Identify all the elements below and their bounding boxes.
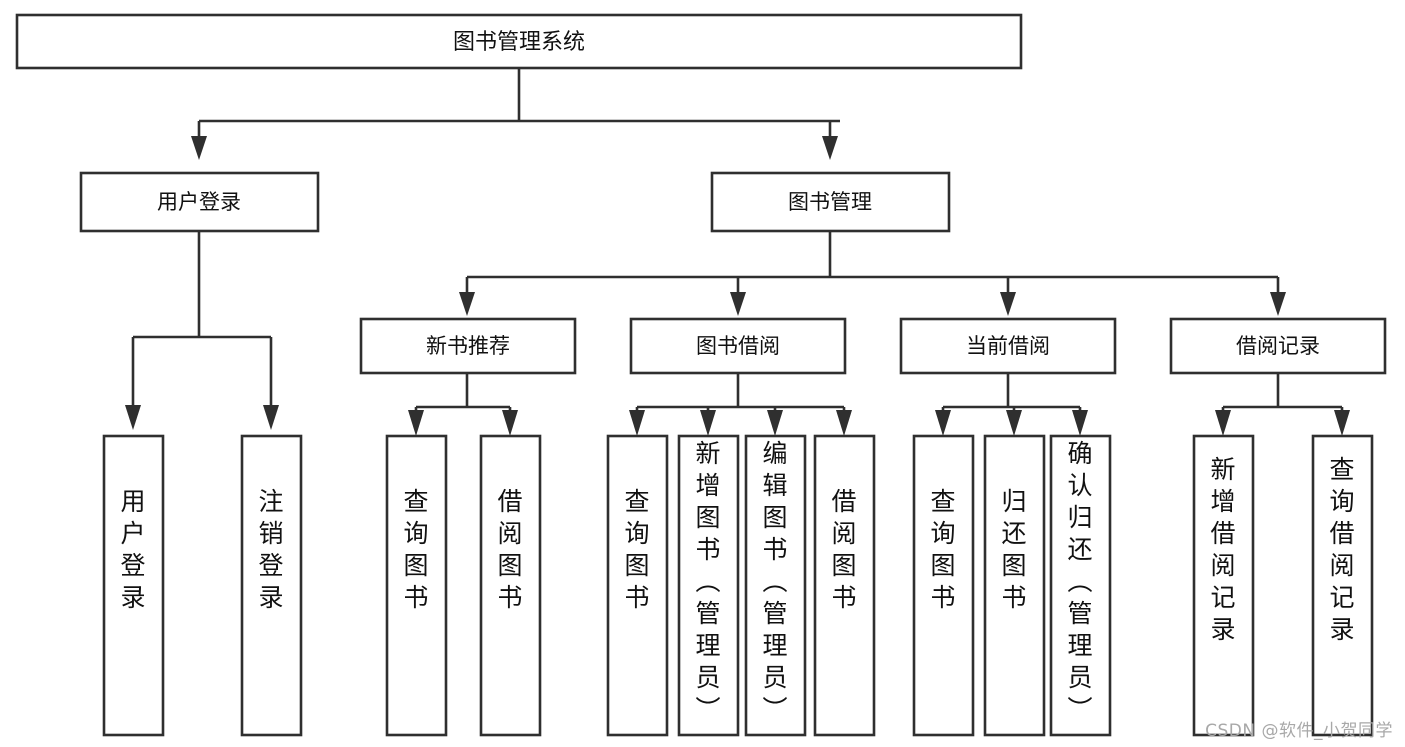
- node-leaf-borrow-book-2[interactable]: 借阅图书: [813, 434, 876, 737]
- node-leaf-query-book-2-box[interactable]: [606, 434, 669, 737]
- node-book-manage-box[interactable]: [710, 171, 951, 233]
- node-borrow-record-label: 借阅记录: [1236, 334, 1320, 358]
- node-root[interactable]: 图书管理系统: [15, 13, 1023, 70]
- arrow-cb-l2-icon: [1006, 410, 1022, 436]
- node-leaf-query-book-1-box[interactable]: [385, 434, 448, 737]
- node-leaf-add-book[interactable]: 新增图书︵管理员︶: [677, 434, 740, 737]
- arrow-root-to-book-manage-icon: [822, 136, 838, 160]
- node-leaf-borrow-book-1-box[interactable]: [479, 434, 542, 737]
- node-user-login-box[interactable]: [79, 171, 320, 233]
- arrow-cb-l3-icon: [1072, 410, 1088, 436]
- node-leaf-query-book-2[interactable]: 查询图书: [606, 434, 669, 737]
- node-leaf-query-book-3-label: 查询图书: [930, 487, 955, 612]
- node-book-borrow[interactable]: 图书借阅: [629, 317, 847, 375]
- connector-group-book-manage: [459, 232, 1286, 316]
- node-new-book-rec-label: 新书推荐: [426, 334, 510, 358]
- node-leaf-logout[interactable]: 注销登录: [240, 434, 303, 737]
- node-book-manage-label: 图书管理: [788, 190, 872, 214]
- node-leaf-edit-book[interactable]: 编辑图书︵管理员︶: [744, 434, 807, 737]
- arrow-br-l2-icon: [1334, 410, 1350, 436]
- node-leaf-borrow-book-1[interactable]: 借阅图书: [479, 434, 542, 737]
- node-current-borrow-box[interactable]: [899, 317, 1117, 375]
- node-book-borrow-box[interactable]: [629, 317, 847, 375]
- node-leaf-query-record-box[interactable]: [1311, 434, 1374, 737]
- node-current-borrow[interactable]: 当前借阅: [899, 317, 1117, 375]
- node-leaf-user-login-label: 用户登录: [120, 487, 145, 612]
- node-leaf-query-book-1[interactable]: 查询图书: [385, 434, 448, 737]
- arrow-br-l1-icon: [1215, 410, 1231, 436]
- node-root-label: 图书管理系统: [453, 30, 585, 55]
- node-leaf-add-record-box[interactable]: [1192, 434, 1255, 737]
- node-current-borrow-label: 当前借阅: [966, 334, 1050, 358]
- connector-group-user-login: [125, 232, 279, 430]
- arrow-bm-c2-icon: [730, 292, 746, 316]
- arrow-bb-l2-icon: [700, 410, 716, 436]
- node-user-login-label: 用户登录: [157, 190, 241, 214]
- node-leaf-logout-box[interactable]: [240, 434, 303, 737]
- arrow-cb-l1-icon: [935, 410, 951, 436]
- csdn-watermark: CSDN @软件_小贺同学: [1205, 721, 1393, 741]
- node-leaf-borrow-book-2-label: 借阅图书: [831, 487, 856, 612]
- arrow-nbr-l1-icon: [408, 410, 424, 436]
- node-leaf-add-book-box[interactable]: [677, 434, 740, 737]
- node-leaf-query-record-label: 查询借阅记录: [1329, 455, 1354, 644]
- node-new-book-rec-box[interactable]: [359, 317, 577, 375]
- node-leaf-confirm-return[interactable]: 确认归还︵管理员︶: [1049, 434, 1112, 737]
- connector-group-borrow-record: [1215, 373, 1350, 436]
- arrow-user-login-l2-icon: [263, 405, 279, 430]
- node-leaf-add-book-label: 新增图书︵管理员︶: [695, 439, 720, 724]
- node-leaf-query-record[interactable]: 查询借阅记录: [1311, 434, 1374, 737]
- connector-group-book-borrow: [629, 373, 852, 436]
- node-leaf-add-record-label: 新增借阅记录: [1210, 455, 1235, 644]
- connector-group-root: [191, 68, 840, 160]
- node-leaf-query-book-2-label: 查询图书: [624, 487, 649, 612]
- arrow-bm-c4-icon: [1270, 292, 1286, 316]
- node-leaf-return-book-box[interactable]: [983, 434, 1046, 737]
- arrow-bm-c3-icon: [1000, 292, 1016, 316]
- arrow-bm-c1-icon: [459, 292, 475, 316]
- arrow-bb-l1-icon: [629, 410, 645, 436]
- node-leaf-edit-book-box[interactable]: [744, 434, 807, 737]
- node-leaf-confirm-return-label: 确认归还︵管理员︶: [1067, 439, 1092, 724]
- node-leaf-query-book-3-box[interactable]: [912, 434, 975, 737]
- arrow-nbr-l2-icon: [502, 410, 518, 436]
- node-book-manage[interactable]: 图书管理: [710, 171, 951, 233]
- node-leaf-query-book-3[interactable]: 查询图书: [912, 434, 975, 737]
- node-leaf-return-book[interactable]: 归还图书: [983, 434, 1046, 737]
- node-leaf-query-book-1-label: 查询图书: [403, 487, 428, 612]
- node-leaf-borrow-book-2-box[interactable]: [813, 434, 876, 737]
- node-leaf-borrow-book-1-label: 借阅图书: [497, 487, 522, 612]
- node-leaf-user-login-box[interactable]: [102, 434, 165, 737]
- arrow-root-to-user-login-icon: [191, 136, 207, 160]
- node-borrow-record[interactable]: 借阅记录: [1169, 317, 1387, 375]
- node-leaf-add-record[interactable]: 新增借阅记录: [1192, 434, 1255, 737]
- arrow-user-login-l1-icon: [125, 405, 141, 430]
- node-new-book-rec[interactable]: 新书推荐: [359, 317, 577, 375]
- arrow-bb-l3-icon: [767, 410, 783, 436]
- node-leaf-return-book-label: 归还图书: [1001, 487, 1026, 612]
- connector-group-current-borrow: [935, 373, 1088, 436]
- connector-group-new-book-rec: [408, 373, 518, 436]
- arrow-bb-l4-icon: [836, 410, 852, 436]
- node-leaf-user-login[interactable]: 用户登录: [102, 434, 165, 737]
- node-user-login[interactable]: 用户登录: [79, 171, 320, 233]
- node-root-box[interactable]: [15, 13, 1023, 70]
- node-book-borrow-label: 图书借阅: [696, 334, 780, 358]
- node-borrow-record-box[interactable]: [1169, 317, 1387, 375]
- node-leaf-logout-label: 注销登录: [258, 487, 283, 612]
- node-leaf-confirm-return-box[interactable]: [1049, 434, 1112, 737]
- node-leaf-edit-book-label: 编辑图书︵管理员︶: [762, 439, 787, 724]
